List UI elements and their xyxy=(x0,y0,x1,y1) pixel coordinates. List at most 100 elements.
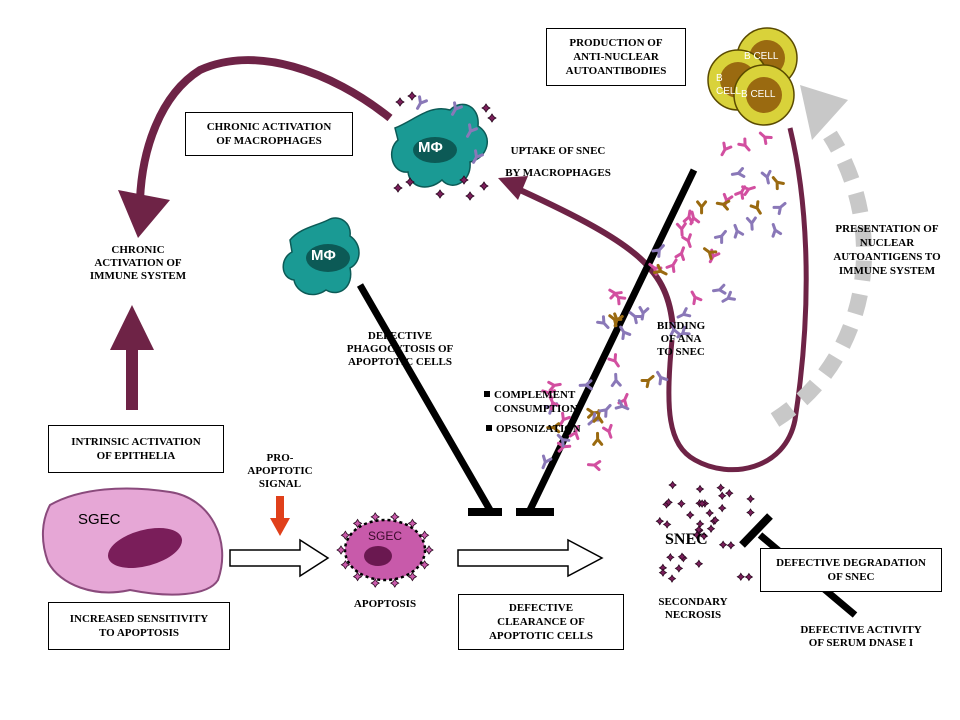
snec-fragment xyxy=(487,113,497,123)
snec-fragment xyxy=(705,508,714,518)
inhibit-bar-2 xyxy=(516,508,554,516)
antibody xyxy=(592,409,604,424)
box-defective-degradation: DEFECTIVE DEGRADATION OF SNEC xyxy=(760,548,942,592)
snec-fragment xyxy=(664,498,673,507)
antibody xyxy=(676,325,691,339)
macrophage-uptake-label: MΦ xyxy=(418,139,443,156)
label-opsonization: OPSONIZATION xyxy=(486,422,581,436)
antibody xyxy=(568,425,580,441)
antibody xyxy=(541,454,553,470)
box-chronic-macrophages: CHRONIC ACTIVATION OF MACROPHAGES xyxy=(185,112,353,156)
snec-fragment xyxy=(667,574,677,583)
snec-fragment xyxy=(435,189,445,199)
macrophage-defective-label: MΦ xyxy=(311,247,336,264)
apoptotic-bleb xyxy=(336,545,346,555)
label-dnase: DEFECTIVE ACTIVITY OF SERUM DNASE I xyxy=(800,624,922,649)
arrowhead-intrinsic xyxy=(110,305,154,350)
snec-fragment xyxy=(726,541,736,550)
antibody xyxy=(578,379,593,391)
snec-fragment xyxy=(662,520,672,529)
antibody xyxy=(737,137,751,152)
antibody xyxy=(681,233,692,248)
apoptotic-bleb xyxy=(340,560,351,570)
arrowhead-uptake xyxy=(498,176,528,200)
snec-fragment xyxy=(746,494,755,504)
sgec-label: SGEC xyxy=(78,511,121,528)
antibody xyxy=(547,380,562,392)
arrow-apoptosis-to-necrosis xyxy=(457,538,604,578)
inhibit-complement xyxy=(526,168,698,512)
snec-fragment xyxy=(711,515,720,525)
label-defective-phagocytosis: DEFECTIVE PHAGOCYTOSIS OF APOPTOTIC CELL… xyxy=(346,330,454,368)
antibody xyxy=(596,315,610,330)
opsonization-text: OPSONIZATION xyxy=(496,423,581,435)
box-intrinsic-activation: INTRINSIC ACTIVATION OF EPITHELIA xyxy=(48,425,224,473)
antibody xyxy=(689,210,701,226)
sgec-apoptotic-label: SGEC xyxy=(368,529,403,543)
antibody xyxy=(652,263,668,276)
presentation-arrowhead xyxy=(800,85,848,140)
snec-fragment xyxy=(481,103,491,113)
snec-fragment xyxy=(658,568,668,577)
antibody xyxy=(472,149,484,164)
antibody xyxy=(613,312,624,328)
snec-fragment xyxy=(459,175,469,185)
apoptotic-bleb xyxy=(352,518,363,529)
antibody xyxy=(712,283,727,295)
antibody xyxy=(690,290,703,306)
label-chronic-immune: CHRONIC ACTIVATION OF IMMUNE SYSTEM xyxy=(89,244,187,282)
snec-fragment xyxy=(692,530,702,540)
antibody xyxy=(665,258,678,273)
bcell-3-label: B CELL xyxy=(741,89,776,100)
snec-fragment xyxy=(717,503,727,513)
label-presentation: PRESENTATION OF NUCLEAR AUTOANTIGENS TO … xyxy=(833,223,941,277)
antibody xyxy=(771,176,785,191)
antibody xyxy=(614,399,630,411)
particle-layer xyxy=(336,91,787,588)
snec-fragment xyxy=(694,559,704,569)
antibody xyxy=(733,223,745,239)
snec-fragment xyxy=(393,183,403,193)
snec-label: SNEC xyxy=(665,531,708,548)
antibody xyxy=(466,123,478,138)
antibody xyxy=(558,411,571,427)
label-binding: BINDING OF ANA TO SNEC xyxy=(656,320,706,358)
antibody xyxy=(734,185,747,200)
antibody xyxy=(546,422,561,434)
box-anti-nuclear: PRODUCTION OF ANTI-NUCLEAR AUTOANTIBODIE… xyxy=(546,28,686,86)
apoptotic-bleb xyxy=(424,545,434,555)
antibody xyxy=(656,370,669,386)
snec-fragment xyxy=(699,531,709,541)
apoptotic-bleb xyxy=(390,512,400,522)
antibody xyxy=(760,169,772,185)
antibody xyxy=(730,167,746,178)
label-pro-apoptotic: PRO- APOPTOTIC SIGNAL xyxy=(247,452,313,490)
label-apoptosis: APOPTOSIS xyxy=(353,598,417,610)
snec-fragment xyxy=(695,484,705,494)
box-defective-clearance: DEFECTIVE CLEARANCE OF APOPTOTIC CELLS xyxy=(458,594,624,650)
snec-fragment xyxy=(677,552,687,561)
arrow-intrinsic-shaft xyxy=(126,340,138,410)
antibody xyxy=(598,403,612,418)
apoptotic-bleb xyxy=(407,518,418,529)
arrow-sgec-to-apoptosis xyxy=(229,538,330,578)
snec-fragment xyxy=(744,572,754,582)
antibody xyxy=(586,407,601,419)
antibody xyxy=(586,460,602,472)
macrophage-defective-nucleus xyxy=(306,244,350,272)
snec-fragment xyxy=(465,191,475,201)
antibody xyxy=(638,306,650,321)
snec-fragment xyxy=(655,516,665,526)
loop-bcell-antibodies xyxy=(666,127,809,473)
antibody xyxy=(758,131,773,145)
snec-fragment xyxy=(697,499,707,508)
antibody xyxy=(772,201,787,216)
antibody xyxy=(610,372,622,388)
bcell-2-label: B CELL xyxy=(716,73,742,97)
apoptotic-bleb xyxy=(419,560,430,570)
red-signal-head xyxy=(270,518,290,536)
antibody xyxy=(721,290,736,303)
snec-fragment xyxy=(668,480,677,490)
antibody xyxy=(602,423,613,439)
